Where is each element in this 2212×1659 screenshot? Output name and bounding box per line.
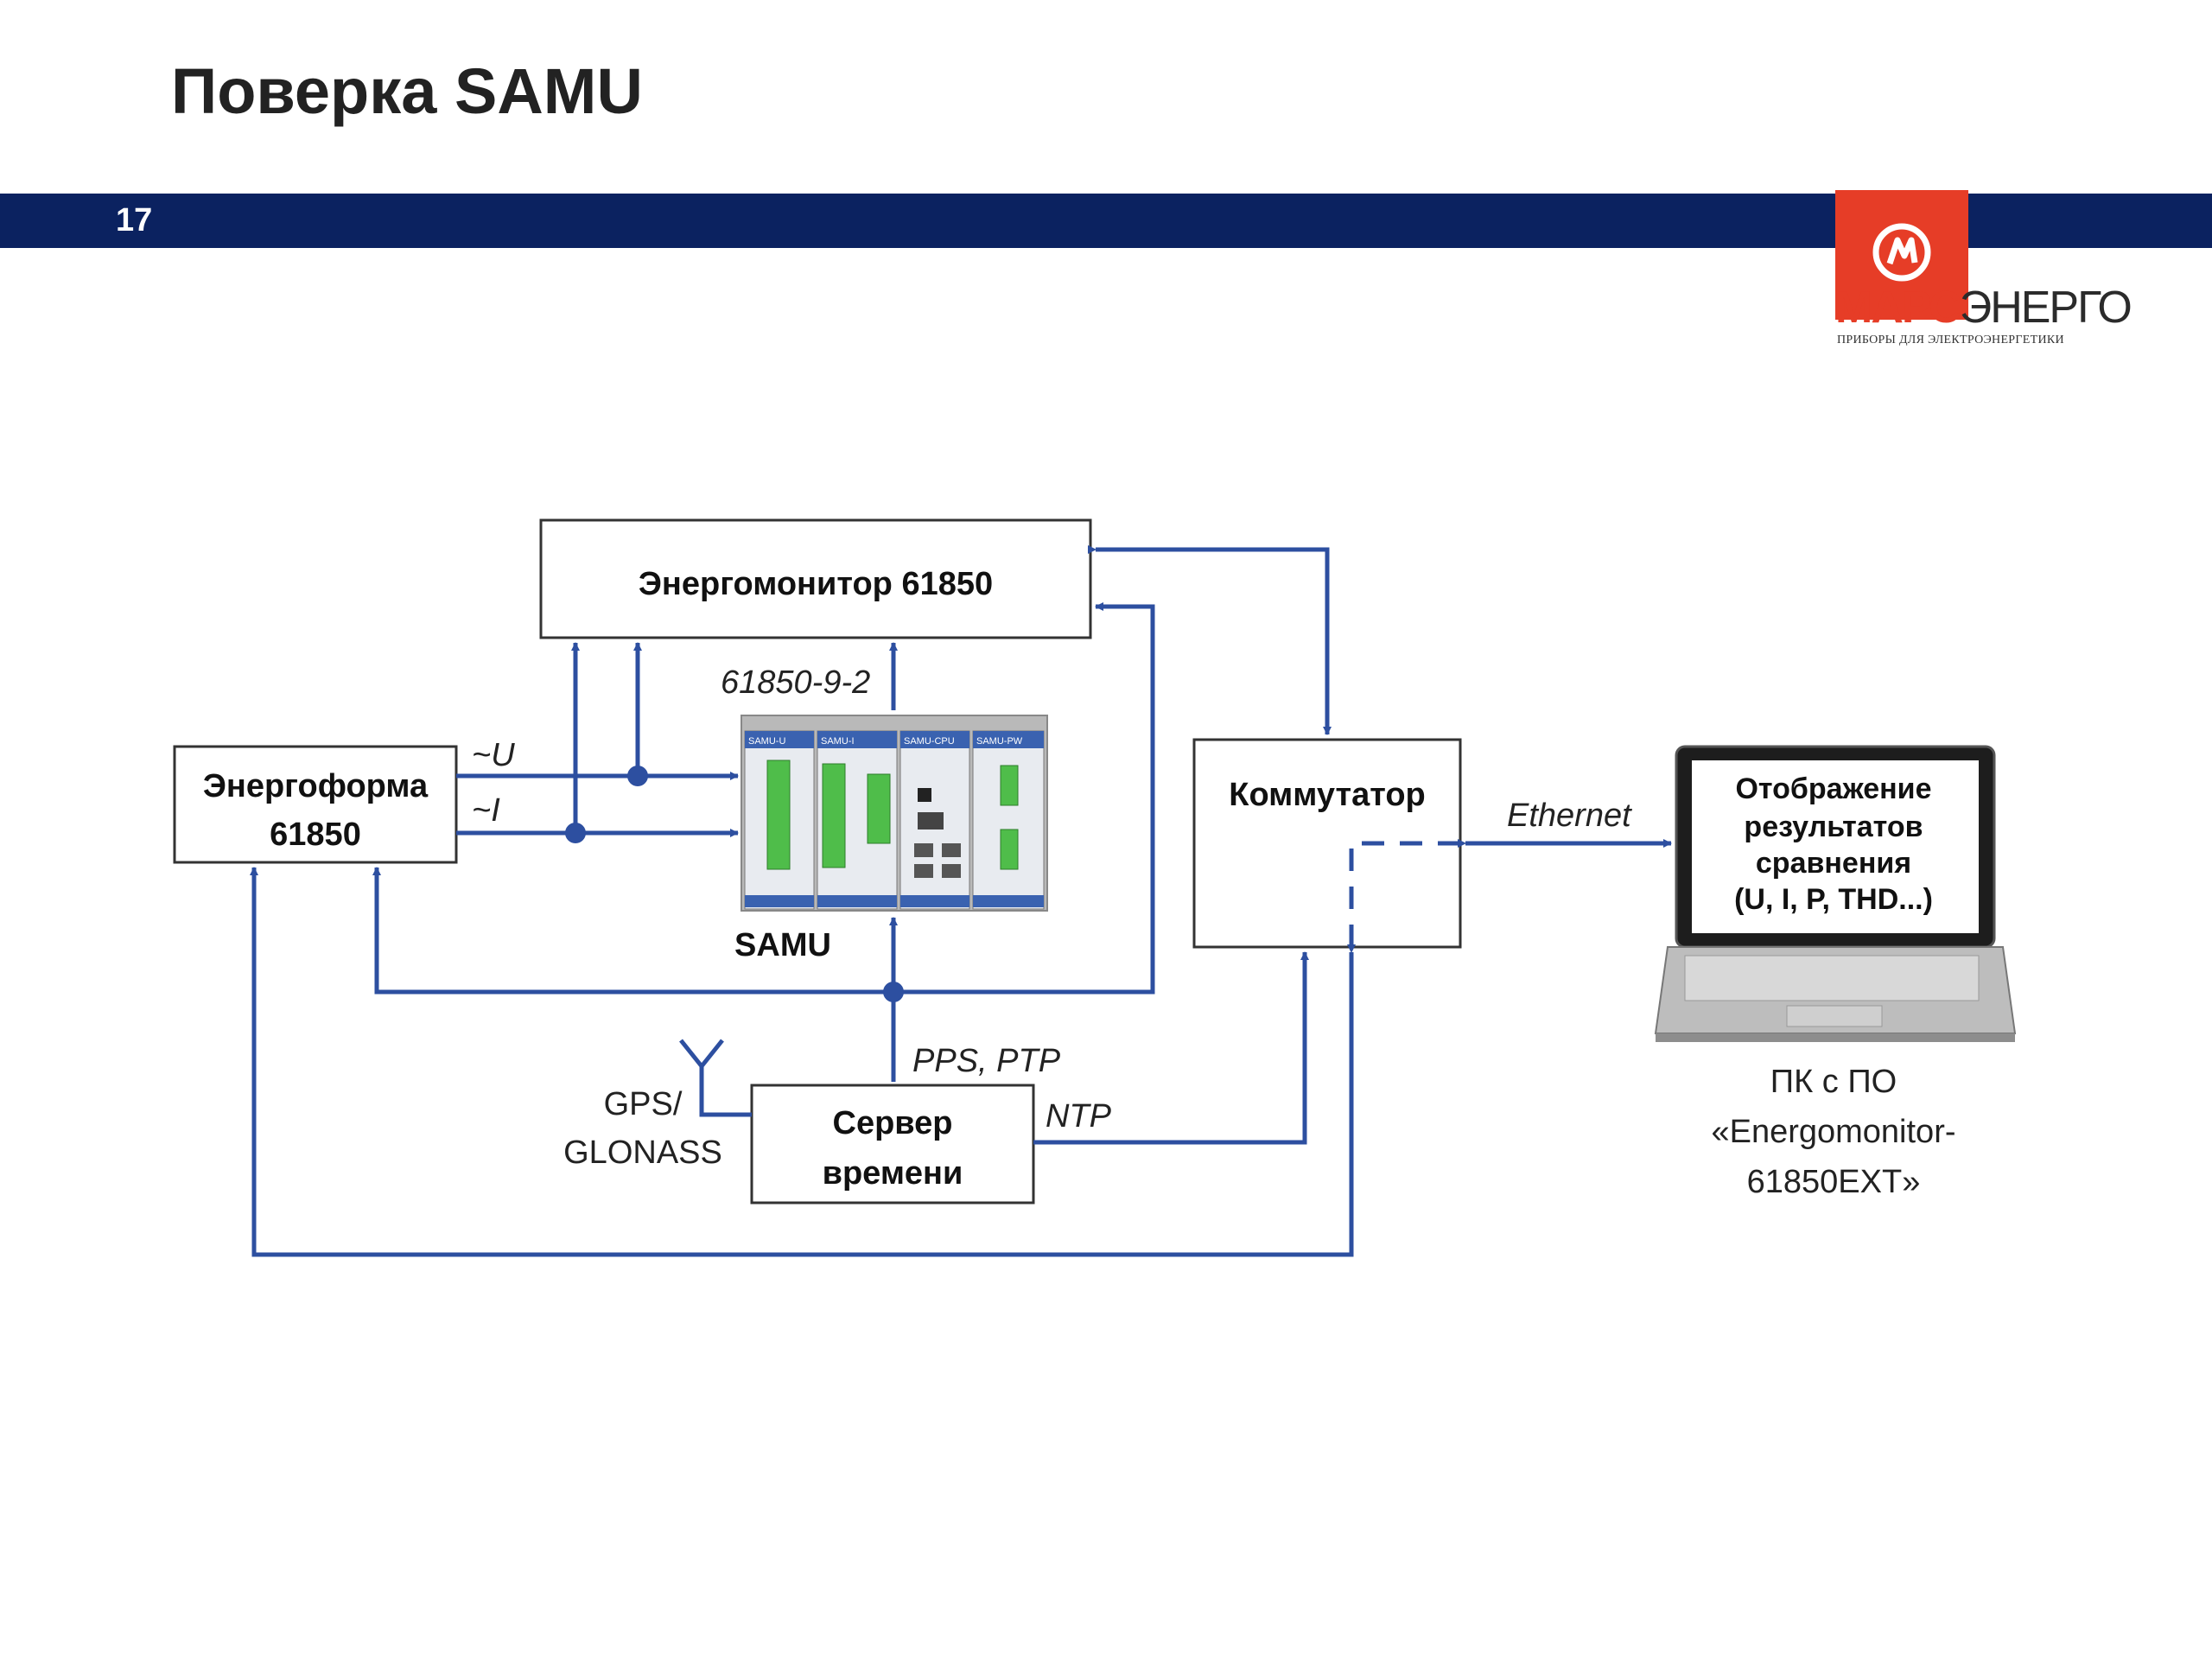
time-server-label-2: времени [823,1155,963,1192]
u-junction-dot [627,766,648,786]
pc-caption-2: «Energomonitor- [1711,1114,1955,1150]
samu-module-pw-label: SAMU-PW [976,736,1023,747]
switch-to-energoforma-line [250,867,1356,1257]
samu-module-pw: SAMU-PW [972,730,1045,910]
u-label: ~U [472,737,515,773]
i-junction-dot [565,823,586,843]
logo-energo: ЭНЕРГО [1959,283,2133,333]
display-text-4: (U, I, P, THD...) [1734,883,1933,916]
samu-module-cpu: SAMU-CPU [899,730,970,910]
ntp-line [1033,951,1309,1145]
i-label: ~I [472,792,500,829]
gps-antenna-line [699,1066,752,1117]
pps-label: PPS, PTP [912,1043,1061,1079]
sync-junction-dot [883,982,904,1002]
display-text-3: сравнения [1756,847,1911,880]
energomonitor-label: Энергомонитор 61850 [639,566,993,602]
samu-module-u-label: SAMU-U [748,736,785,747]
energoforma-label-2: 61850 [270,817,361,853]
samu-module-cpu-label: SAMU-CPU [904,736,955,747]
logo-mars: МАРС [1835,283,1961,333]
logo-wordmark: МАРСЭНЕРГО [1835,283,2133,333]
display-text-1: Отображение [1735,772,1931,805]
energomonitor-switch-line [1088,545,1332,735]
logo-tagline: ПРИБОРЫ ДЛЯ ЭЛЕКТРОЭНЕРГЕТИКИ [1837,334,2064,346]
energomonitor-box [539,518,1092,639]
gps-label-1: GPS/ [604,1086,683,1122]
gps-antenna-icon [679,1039,724,1068]
ntp-label: NTP [1046,1098,1112,1135]
samu-module-i-label: SAMU-I [821,736,855,747]
sv-label: 61850-9-2 [721,664,870,701]
gps-label-2: GLONASS [563,1135,722,1171]
samu-module-u: SAMU-U [744,730,815,910]
page-title: Поверка SAMU [171,55,643,127]
laptop-icon [1654,745,2017,1042]
samu-label: SAMU [734,927,831,963]
time-server-box [750,1084,1035,1205]
ethernet-label: Ethernet [1507,798,1632,834]
pc-caption-3: 61850EXT» [1747,1164,1921,1200]
energoforma-label-1: Энергоформа [203,768,429,804]
samu-module-i: SAMU-I [817,730,898,910]
switch-label: Коммутатор [1229,777,1426,813]
display-text-2: результатов [1744,810,1923,843]
energoforma-box [173,745,458,864]
mars-energo-logo-icon [1872,223,1931,282]
samu-device: SAMU-U SAMU-I SAMU-CPU SAM [741,715,1048,912]
slide-number: 17 [116,202,153,238]
time-server-label-1: Сервер [833,1105,953,1141]
logo-badge [1835,190,1968,320]
pc-caption-1: ПК с ПО [1770,1064,1897,1100]
